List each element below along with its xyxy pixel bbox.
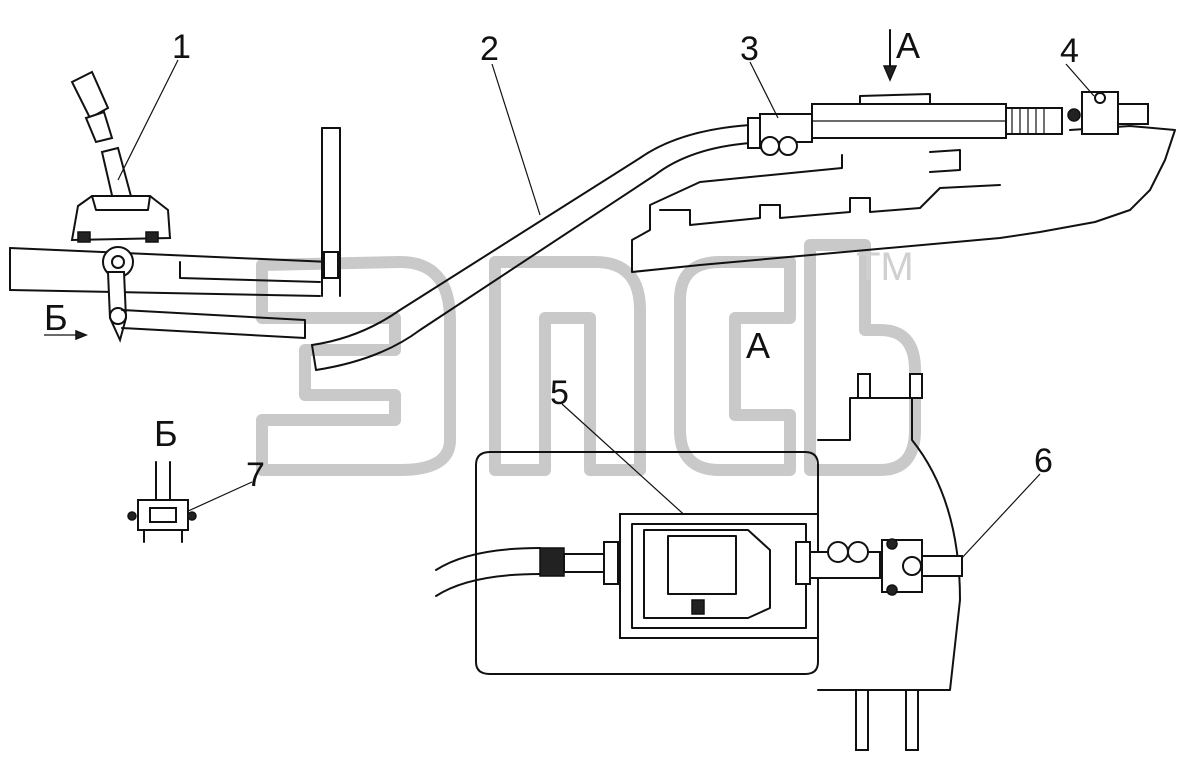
view-b-title: Б: [154, 413, 178, 454]
watermark-tm: TM: [856, 245, 914, 289]
view-a-cable: [435, 547, 611, 597]
view-a-title: А: [746, 325, 770, 366]
clevis-detail: [127, 461, 197, 543]
callout-4: 4: [1060, 32, 1079, 70]
callout-1: 1: [172, 28, 191, 66]
lower-link-rod: [121, 309, 306, 339]
callout-2: 2: [480, 30, 499, 68]
view-a-housing: [475, 373, 961, 751]
callout-leaders: [117, 59, 1095, 561]
callout-3: 3: [740, 30, 759, 68]
selector-box: [603, 513, 819, 639]
shift-cable: [311, 117, 761, 371]
watermark-logo: TM: [256, 239, 921, 476]
view-a-arrow-label: А: [896, 25, 920, 66]
gear-lever: [70, 70, 172, 343]
shift-rod-clamp: [1067, 91, 1149, 135]
view-b-arrow-label: Б: [44, 297, 68, 338]
cab-floor: [9, 127, 341, 297]
view-b-arrow: [44, 329, 89, 341]
callout-5: 5: [550, 374, 569, 412]
upper-rod-assembly: [759, 103, 1063, 156]
callout-6: 6: [1034, 442, 1053, 480]
output-linkage: [809, 538, 963, 596]
view-a-arrow: [882, 29, 898, 82]
gearbox-housing: [631, 93, 1176, 273]
callout-7: 7: [246, 456, 265, 494]
